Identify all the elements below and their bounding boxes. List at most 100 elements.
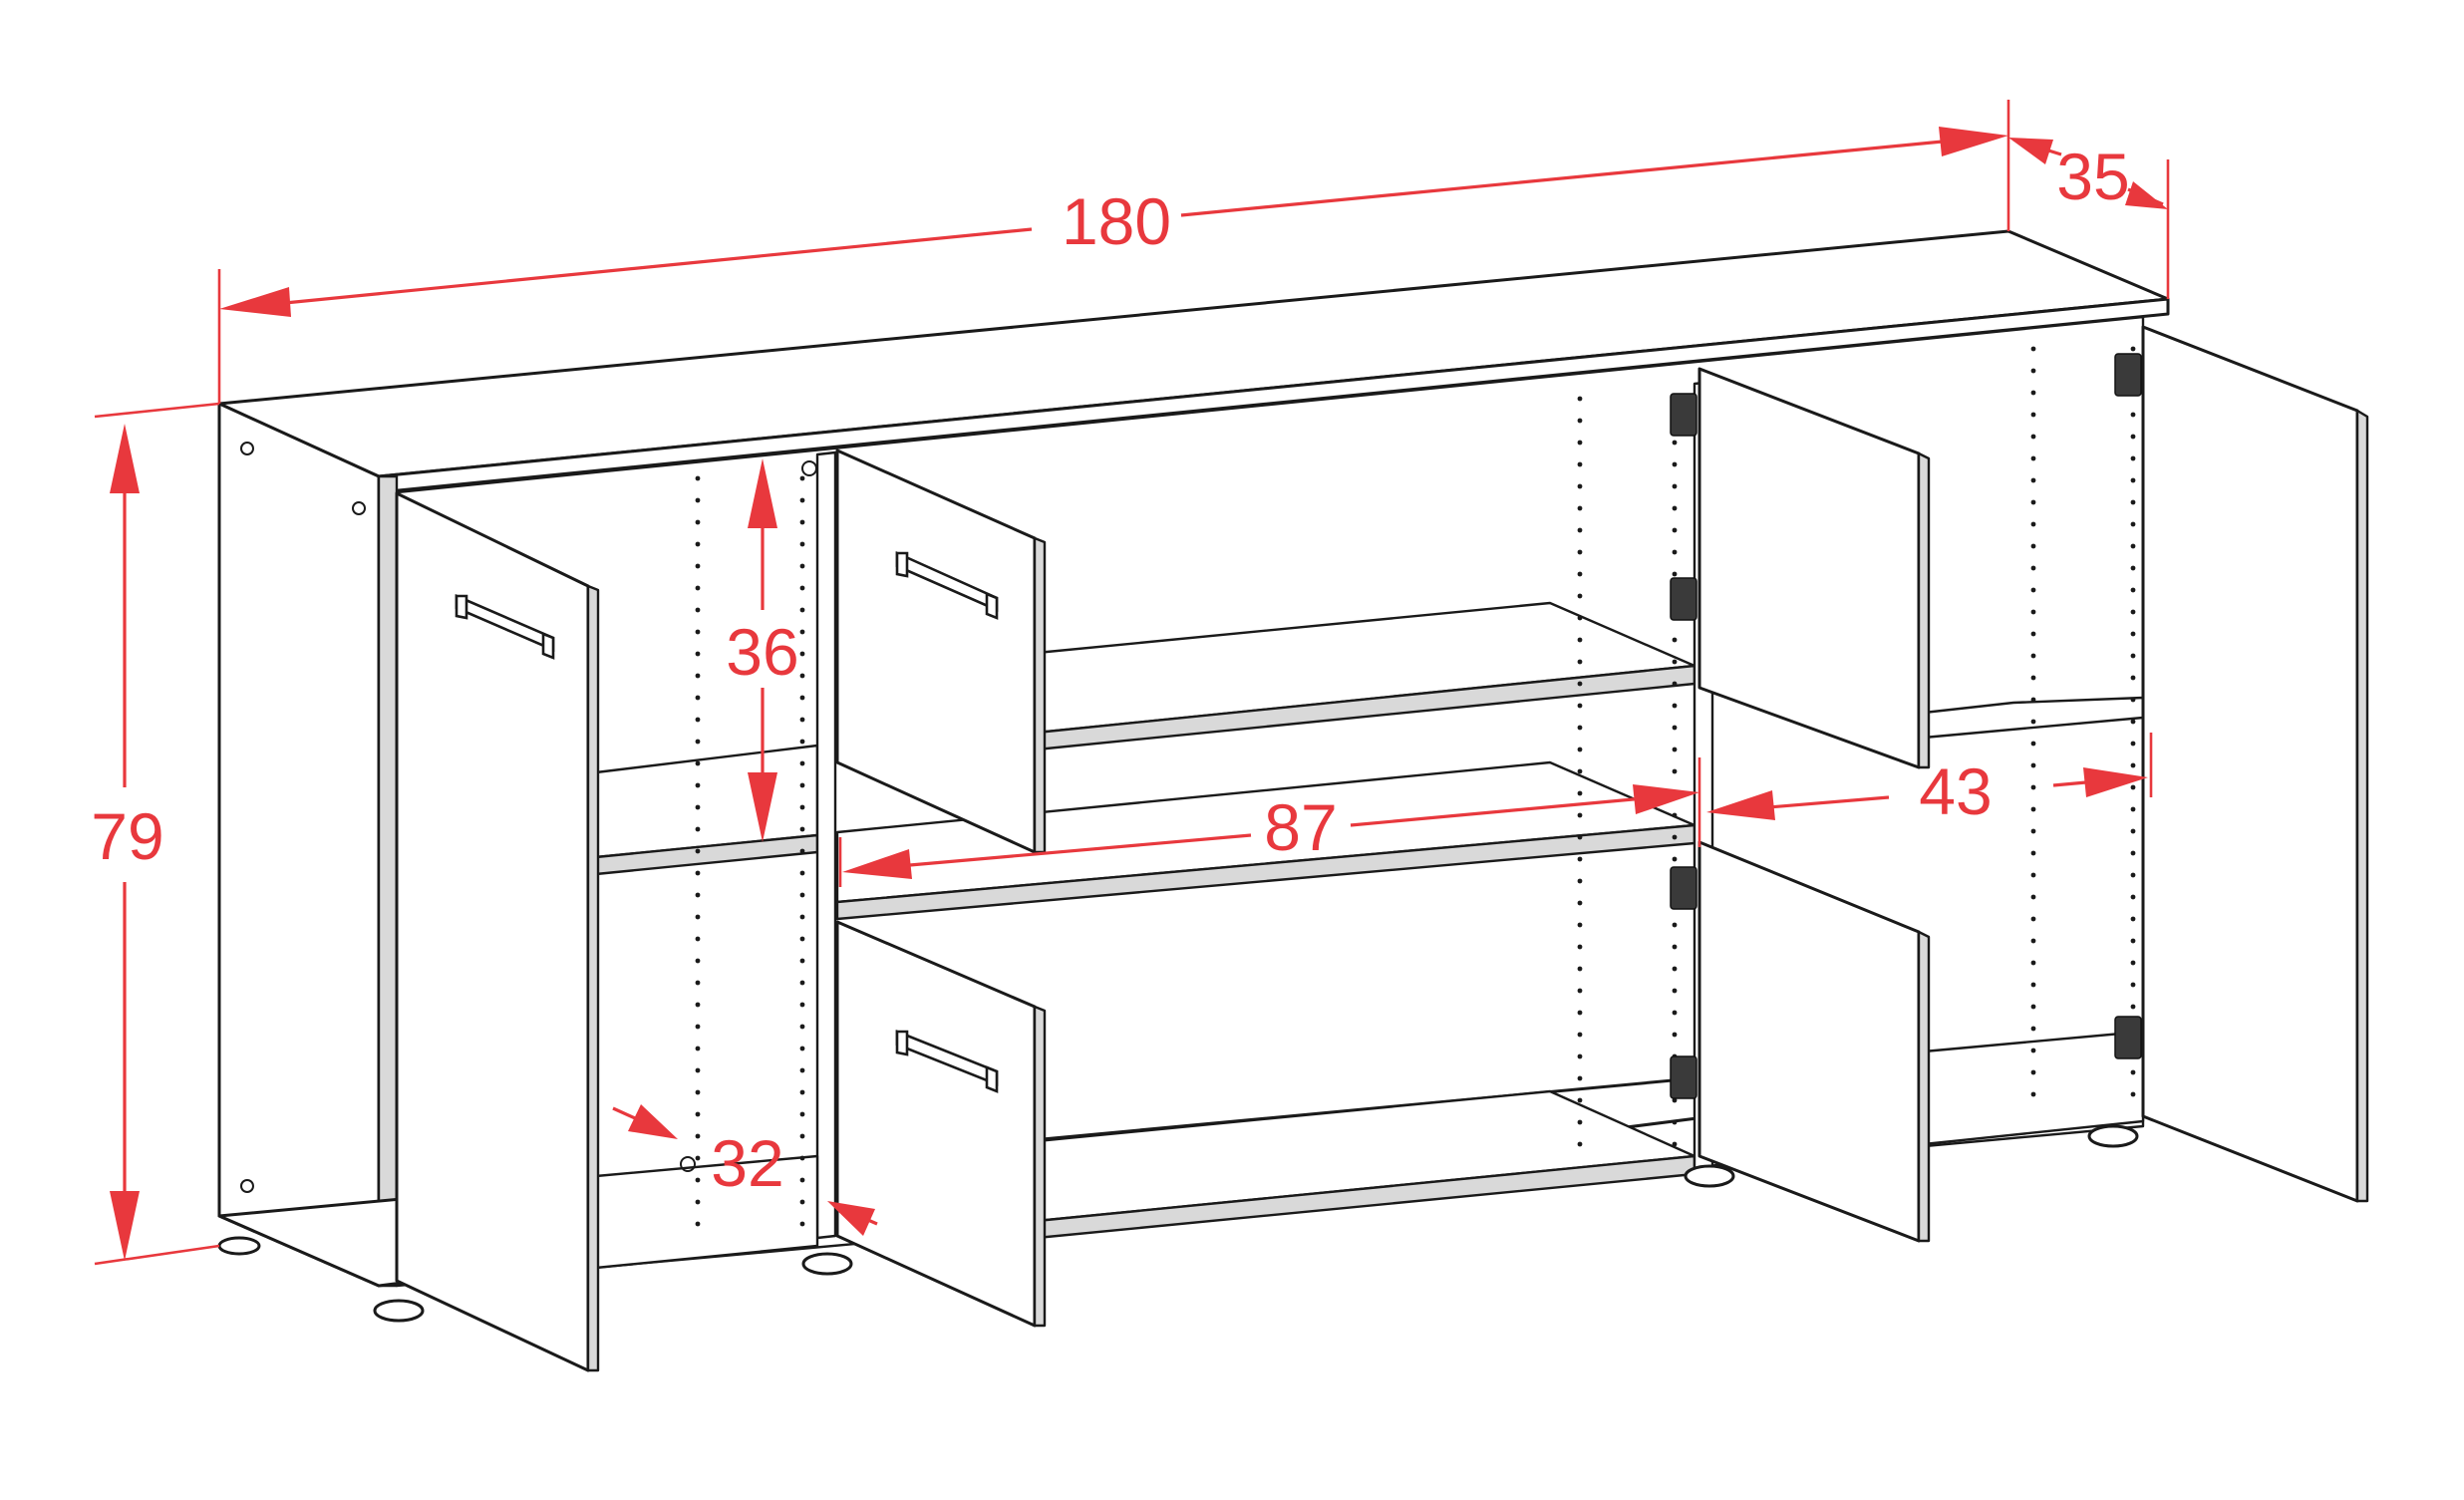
center-upper-right-door [1670,367,1931,769]
shelf-pin-hole [2030,894,2036,900]
shelf-pin-hole [695,848,701,854]
shelf-pin-hole [799,1067,805,1073]
shelf-pin-hole [2130,1069,2136,1075]
shelf-pin-hole [799,760,805,766]
shelf-pin-hole [695,695,701,701]
shelf-pin-hole [2030,982,2036,988]
shelf-pin-hole [1672,1119,1678,1125]
shelf-pin-hole [799,1177,805,1183]
shelf-pin-hole [695,607,701,613]
shelf-pin-hole [695,1199,701,1205]
shelf-pin-hole [799,936,805,942]
shelf-pin-hole [799,782,805,788]
shelf-pin-hole [799,870,805,876]
shelf-pin-hole [2030,1091,2036,1097]
dimensions: 180 35 79 36 [91,100,2170,1266]
shelf-pin-hole [799,519,805,525]
shelf-pin-hole [799,892,805,898]
shelf-pin-hole [2130,499,2136,505]
dimension-label-width: 180 [1062,184,1171,258]
shelf-pin-hole [695,870,701,876]
shelf-pin-hole [695,892,701,898]
shelf-pin-hole [799,1133,805,1139]
shelf-pin-hole [1577,483,1583,489]
shelf-pin-hole [695,782,701,788]
shelf-pin-hole [799,1155,805,1161]
shelf-pin-hole [2030,916,2036,922]
shelf-pin-hole [1577,461,1583,467]
shelf-pin-hole [1577,747,1583,752]
dimension-label-height: 79 [91,799,163,873]
shelf-pin-hole [2130,894,2136,900]
shelf-pin-hole [799,541,805,547]
left-side-front-edge [377,474,399,1288]
shelf-pin-hole [2130,1004,2136,1010]
shelf-pin-hole [695,475,701,481]
right-door [2114,325,2369,1203]
shelf-pin-hole [695,1067,701,1073]
shelf-pin-hole [1672,725,1678,731]
left-door [395,491,600,1372]
shelf-pin-hole [799,497,805,503]
shelf-pin-hole [799,739,805,745]
shelf-pin-hole [2130,960,2136,966]
shelf-pin-hole [2030,960,2036,966]
shelf-pin-hole [1672,549,1678,555]
shelf-pin-hole [695,936,701,942]
shelf-pin-hole [2130,543,2136,549]
shelf-pin-hole [2030,1069,2036,1075]
shelf-pin-hole [2130,587,2136,593]
center-lower-left-door [835,920,1047,1328]
shelf-pin-hole [2030,477,2036,483]
shelf-pin-hole [2030,872,2036,878]
shelf-pin-hole [2130,455,2136,461]
shelf-pin-hole [1672,1141,1678,1147]
shelf-pin-hole [695,914,701,920]
shelf-pin-hole [695,541,701,547]
shelf-pin-hole [1577,1053,1583,1059]
shelf-pin-hole [695,1024,701,1030]
shelf-pin-hole [2130,741,2136,747]
shelf-pin-hole [2030,455,2036,461]
shelf-pin-hole [2130,938,2136,944]
shelf-pin-hole [2030,587,2036,593]
shelf-pin-hole [1577,922,1583,928]
shelf-pin-hole [799,695,805,701]
shelf-pin-hole [2130,412,2136,418]
shelf-pin-hole [1672,681,1678,687]
shelf-pin-hole [2030,346,2036,352]
shelf-pin-hole [1672,659,1678,665]
shelf-pin-hole [2130,565,2136,571]
shelf-pin-hole [1577,527,1583,533]
shelf-pin-hole [1577,396,1583,402]
foot [1684,1164,1735,1188]
shelf-pin-hole [1577,593,1583,599]
dimension-height: 79 [91,402,220,1266]
shelf-pin-hole [2030,434,2036,440]
shelf-pin-hole [1577,681,1583,687]
shelf-pin-hole [1672,571,1678,577]
shelf-pin-hole [2130,653,2136,659]
shelf-pin-hole [2030,368,2036,374]
shelf-pin-hole [695,980,701,986]
shelf-pin-hole [1672,461,1678,467]
shelf-pin-hole [1672,944,1678,950]
shelf-pin-hole [2030,653,2036,659]
shelf-pin-hole [2130,675,2136,681]
shelf-pin-hole [1577,659,1583,665]
shelf-pin-hole [799,980,805,986]
shelf-pin-hole [695,497,701,503]
screw [240,1179,254,1193]
shelf-pin-hole [1577,966,1583,972]
shelf-pin-hole [1672,988,1678,994]
shelf-pin-hole [695,519,701,525]
shelf-pin-hole [799,717,805,723]
foot [217,1236,261,1256]
dimension-label-compartment-height: 36 [726,615,798,689]
shelf-pin-hole [695,958,701,964]
shelf-pin-hole [2030,609,2036,615]
door-handle [895,550,999,620]
shelf-pin-hole [1577,900,1583,906]
shelf-pin-hole [695,717,701,723]
